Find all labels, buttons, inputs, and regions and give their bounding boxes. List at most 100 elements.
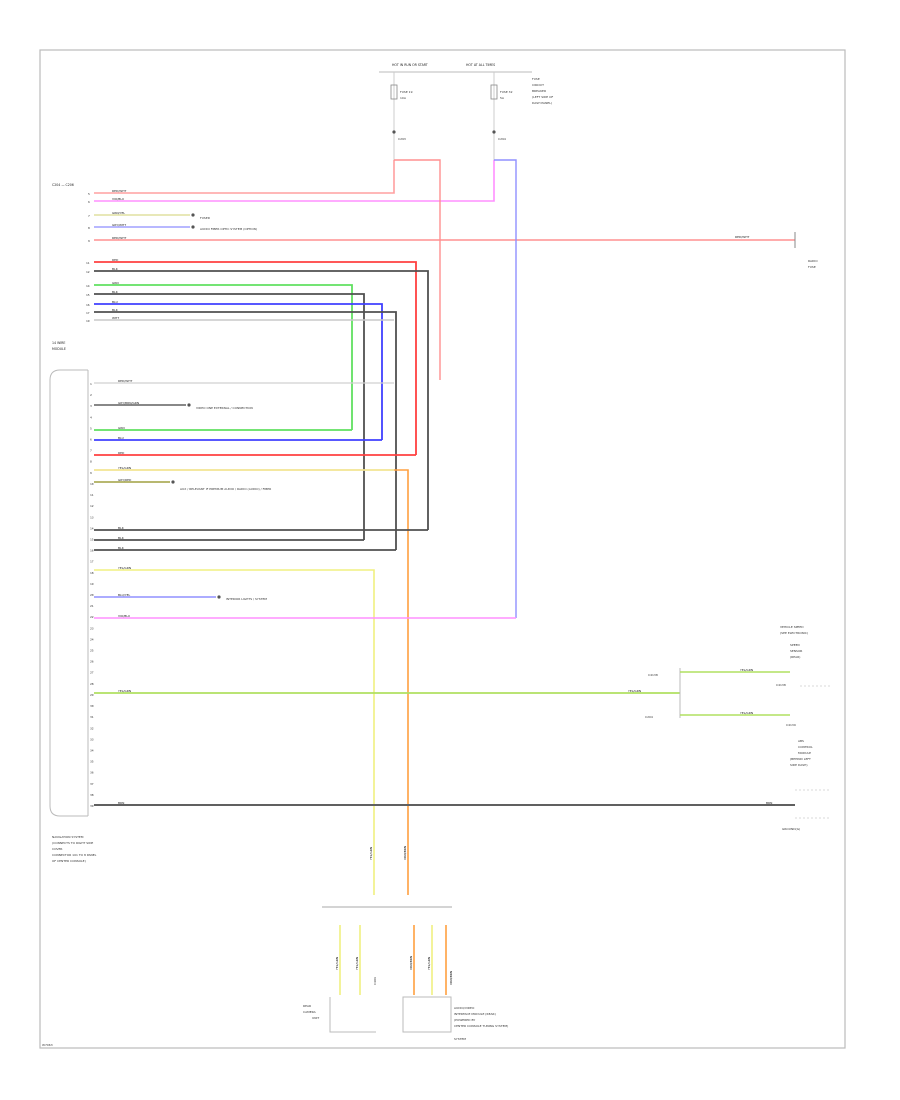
upper-pin: 16 xyxy=(86,303,90,307)
abs-label-3: MODULE xyxy=(798,751,811,755)
wire-code: RED xyxy=(112,258,119,262)
wire-code: BLU/YEL xyxy=(118,593,131,597)
abs-label-1: ABS xyxy=(798,739,804,743)
ground-label: GROUND(G) xyxy=(782,827,800,831)
module-pin: 37 xyxy=(90,782,94,786)
signal-code-right: YEL/GRN xyxy=(740,711,753,715)
pin-label-1: C4138 xyxy=(648,673,658,677)
box-left-3: UNIT xyxy=(312,1016,319,1020)
upper-harness: FUSED AUDIO FIBER OPTIC SYSTEM (OPTION) xyxy=(94,159,795,618)
module-pin: 3 xyxy=(90,404,92,408)
lower-left-label-2: YEL/GRN xyxy=(355,957,359,970)
diagram-frame xyxy=(39,49,846,1049)
wire-fuse-right-drop xyxy=(494,159,517,618)
wire-code: RED/WHT xyxy=(112,236,127,240)
box-right-4: CENTER CONSOLE TUNING SYSTEM) xyxy=(454,1024,508,1028)
module-pin: 32 xyxy=(90,726,94,730)
wire-code: RED/WHT xyxy=(112,189,127,193)
wire-code: BRN xyxy=(118,801,124,805)
upper-pin-numbers: 5 6 7 8 9 11 12 14 15 16 17 19 xyxy=(86,192,90,323)
fuse-left-id: FUSE 19 xyxy=(400,90,413,94)
box-right-3: (POWERED BY xyxy=(454,1018,475,1022)
module-pin-numbers: 1234567891011121314151617181920212223242… xyxy=(90,382,94,808)
radio-fuse-right: RED/WHT RADIO FUSE xyxy=(735,232,818,269)
module-caption-3: COVER xyxy=(52,847,62,851)
box-left-2: CAMERA xyxy=(303,1010,317,1014)
wire-pin6 xyxy=(94,160,495,202)
wire-pin5 xyxy=(94,160,395,194)
fuse-left-rating: 10A xyxy=(400,96,407,100)
splice-dot-right xyxy=(492,130,496,134)
module-title-1: 14 WIRE xyxy=(52,341,65,345)
module-pin: 13 xyxy=(90,515,94,519)
wire-code: YEL/GRN xyxy=(118,466,131,470)
upper-pin: 5 xyxy=(88,192,90,196)
module-pin: 7 xyxy=(90,449,92,453)
module-pin: 38 xyxy=(90,793,94,797)
module-pin: 35 xyxy=(90,760,94,764)
module-caption-1: NAVIGATION SYSTEM xyxy=(52,835,84,839)
fuse-box-label-3: BREAKER xyxy=(532,89,546,93)
upper-pin: 19 xyxy=(86,319,90,323)
module-pin: 6 xyxy=(90,438,92,442)
wire-code: RED xyxy=(118,451,125,455)
fuse-box-label-4: (LEFT SIDE OF xyxy=(532,95,554,99)
wire-pin16 xyxy=(94,303,383,440)
module-pin: 20 xyxy=(90,593,94,597)
module-pin: 23 xyxy=(90,626,94,630)
wire-pin17 xyxy=(94,311,397,550)
lower-right-label-3: ORN/BRN xyxy=(449,971,453,985)
fuse-right-rating: 5A xyxy=(500,96,505,100)
fuse-box-label-2: CIRCUIT xyxy=(532,83,544,87)
module-pin: 19 xyxy=(90,582,94,586)
module-pin: 1 xyxy=(90,382,92,386)
module-pin: 10 xyxy=(90,482,94,486)
wire-code: BLK xyxy=(118,526,125,530)
signal-code-mid: YEL/GRN xyxy=(628,689,641,693)
module-pin: 9 xyxy=(90,471,92,475)
module-wire-labels: RED/WHT GRY/BRN/GRN GRN BLU RED YEL/GRN … xyxy=(118,379,139,805)
module-pin: 12 xyxy=(90,504,94,508)
fuse-title-right: HOT AT ALL TIMES xyxy=(466,63,495,67)
end-dot-pin7 xyxy=(191,213,195,217)
end-dot-m3 xyxy=(187,403,191,407)
right-sensors: VEHICLE SPEED (SEE ELECTRONIC) SPEED SEN… xyxy=(628,625,830,831)
upper-pin: 8 xyxy=(88,226,90,230)
abs-label-5: SIDE DASH) xyxy=(790,763,808,767)
radio-label-1: RADIO xyxy=(808,259,818,263)
wire-code: GRN xyxy=(118,426,125,430)
abs-label-4: (BEHIND LEFT xyxy=(790,757,811,761)
module-pin: 14 xyxy=(90,526,94,530)
wire-code: BLK xyxy=(118,546,125,550)
bottom-section: YEL/GRN ORN/BRN YEL/GRN YEL/GRN C404 ORN… xyxy=(42,846,508,1047)
note-audio-fiber: AUDIO FIBER OPTIC SYSTEM (OPTION) xyxy=(200,227,257,231)
lower-left-label-3: C404 xyxy=(373,977,377,985)
fuse-right-splice: C294 xyxy=(498,137,506,141)
vertical-label-1: YEL/GRN xyxy=(369,847,373,860)
module-caption-2: (CONNECTS TO RIGHT SIDE xyxy=(52,841,93,845)
vertical-label-2: ORN/BRN xyxy=(403,846,407,860)
module-pin: 16 xyxy=(90,549,94,553)
wire-code: BLU xyxy=(112,300,118,304)
box-right-5: SYSTEM xyxy=(454,1037,466,1041)
upper-wire-labels: RED/WHT VIO/BLU GRN/YEL GRY/WHT RED/WHT … xyxy=(112,189,127,320)
module-pin: 21 xyxy=(90,604,94,608)
sensor-label-5: (REAR) xyxy=(790,655,800,659)
wire-code: BLK xyxy=(112,308,119,312)
wire-pin15 xyxy=(94,293,365,540)
wire-code: RED/WHT xyxy=(118,379,133,383)
wire-code: BLU xyxy=(118,436,124,440)
box-left-outline xyxy=(329,997,376,1033)
end-dot-m11 xyxy=(171,480,175,484)
upper-pin: 6 xyxy=(88,200,90,204)
fuse-box-label-1: FUSE xyxy=(532,77,540,81)
box-left-1: REAR xyxy=(303,1004,311,1008)
wire-m10 xyxy=(94,469,409,895)
module-block: 14 WIRE MODULE NAVIGATION SYSTEM (CONNEC… xyxy=(49,341,97,863)
wire-code: GRN xyxy=(112,281,119,285)
module-pin: 26 xyxy=(90,660,94,664)
fuse-right-icon xyxy=(490,84,498,100)
wire-code: GRY/BRN/GRN xyxy=(118,401,139,405)
wire-fuse-left-drop xyxy=(394,159,441,380)
ground-code: BRN xyxy=(766,801,772,805)
